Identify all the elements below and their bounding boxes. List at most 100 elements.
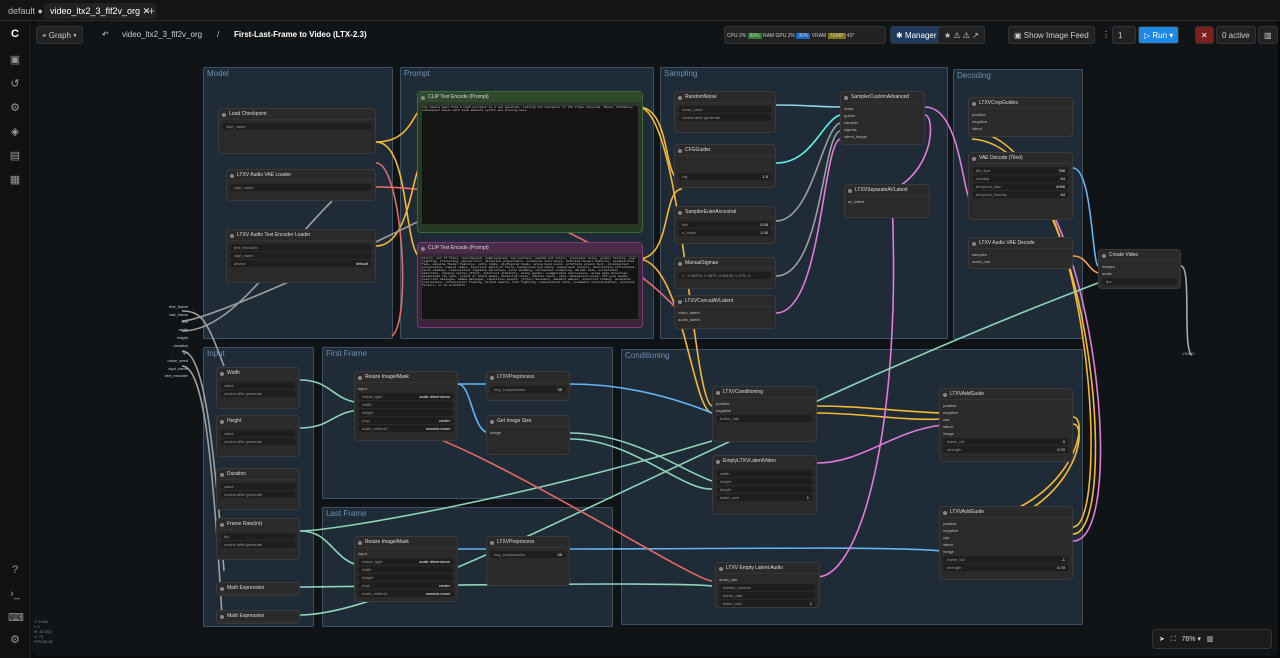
sigmas-widget[interactable]: 1., 0.99375, 0.9875, 0.98125, 0.975, 0..… bbox=[678, 272, 772, 279]
input-fps[interactable]: fps bbox=[182, 350, 188, 356]
select-tool-icon[interactable]: ➤ bbox=[1159, 636, 1165, 643]
input-width[interactable]: width bbox=[178, 327, 188, 333]
input-first-frame[interactable]: first_frame bbox=[169, 304, 188, 309]
control-widget[interactable]: control after generate bbox=[678, 114, 772, 121]
keyboard-icon[interactable]: ⌨ bbox=[8, 612, 24, 624]
input-ckpt-name[interactable]: ckpt_name bbox=[168, 365, 188, 371]
ckpt-name-widget-2[interactable]: ckpt_name bbox=[230, 252, 372, 259]
panel-toggle-icon[interactable]: ▥ bbox=[1258, 26, 1278, 44]
queue-count-input[interactable]: 1 bbox=[1112, 26, 1136, 44]
node-math-expression-2[interactable]: Math Expression bbox=[216, 610, 300, 624]
node-clip-negative[interactable]: CLIP Text Encode (Prompt)blurry, out of … bbox=[417, 242, 643, 328]
models-icon[interactable]: ◈ bbox=[10, 126, 20, 138]
ckpt-name-widget[interactable]: ckpt_name bbox=[222, 123, 372, 130]
height-in[interactable]: height bbox=[716, 478, 813, 485]
length-in[interactable]: length bbox=[716, 486, 813, 493]
width-control[interactable]: control after generate bbox=[220, 390, 296, 397]
input-height[interactable]: height bbox=[177, 334, 188, 340]
input-duration[interactable]: duration bbox=[173, 342, 188, 348]
noise-seed-widget[interactable]: noise_seed bbox=[678, 106, 772, 113]
negative-prompt-textarea[interactable]: blurry, out of focus, overexposed, under… bbox=[421, 256, 639, 320]
manager-button[interactable]: ✱ Manager bbox=[890, 26, 943, 44]
canvas-zoom-controls[interactable]: ➤ ⛶ 76% ▾ ▥ bbox=[1152, 629, 1272, 649]
fps-widget[interactable]: fps bbox=[1102, 278, 1177, 285]
width-value[interactable]: value bbox=[220, 382, 296, 389]
height-value[interactable]: value bbox=[220, 430, 296, 437]
width-widget-2[interactable]: width bbox=[358, 566, 454, 573]
fps-control[interactable]: control after generate bbox=[220, 541, 296, 548]
frame-rate-widget-2[interactable]: frame_rate bbox=[719, 592, 816, 599]
workflows-icon[interactable]: ▤ bbox=[9, 150, 21, 162]
tab-workflow[interactable]: video_ltx2_3_flf2v_org ✕ bbox=[44, 3, 157, 19]
images-icon[interactable]: ▣ bbox=[9, 54, 21, 66]
zoom-level[interactable]: 76% bbox=[1181, 636, 1196, 643]
input-last-frame[interactable]: last_frame bbox=[169, 311, 188, 317]
graph-mode-button[interactable]: ⌖ Graph ▾ bbox=[36, 26, 83, 44]
positive-prompt-textarea[interactable]: The camera goes from a high position to … bbox=[421, 105, 639, 225]
height-control[interactable]: control after generate bbox=[220, 438, 296, 445]
frame-idx-widget-2[interactable]: frame_idx-1 bbox=[943, 556, 1069, 563]
width-widget[interactable]: width bbox=[358, 401, 454, 408]
input-text-encoder[interactable]: text_encoder bbox=[164, 373, 188, 379]
output-video[interactable]: VIDEO bbox=[1182, 351, 1195, 356]
new-tab-button[interactable]: + bbox=[148, 4, 156, 18]
fps-value[interactable]: fps bbox=[220, 533, 296, 540]
height-widget-2[interactable]: height bbox=[358, 574, 454, 581]
active-queue-button[interactable]: 0 active bbox=[1216, 26, 1256, 44]
graph-canvas[interactable]: Model Prompt Sampling Decoding Input Fir… bbox=[32, 21, 1278, 656]
terminal-icon[interactable]: ›_ bbox=[10, 588, 20, 600]
width-in[interactable]: width bbox=[716, 470, 813, 477]
input-text[interactable]: text bbox=[181, 319, 188, 325]
height-widget[interactable]: height bbox=[358, 409, 454, 416]
fit-view-icon[interactable]: ⛶ bbox=[1170, 636, 1176, 643]
show-image-feed-button[interactable]: ▣ Show Image Feed bbox=[1008, 26, 1095, 44]
tab-default[interactable]: default ● bbox=[8, 6, 43, 16]
duration-control[interactable]: control after generate bbox=[220, 491, 296, 498]
breadcrumb-workflow[interactable]: video_ltx2_3_flf2v_org bbox=[122, 30, 203, 39]
settings-icon[interactable]: ⚙ bbox=[10, 634, 20, 646]
